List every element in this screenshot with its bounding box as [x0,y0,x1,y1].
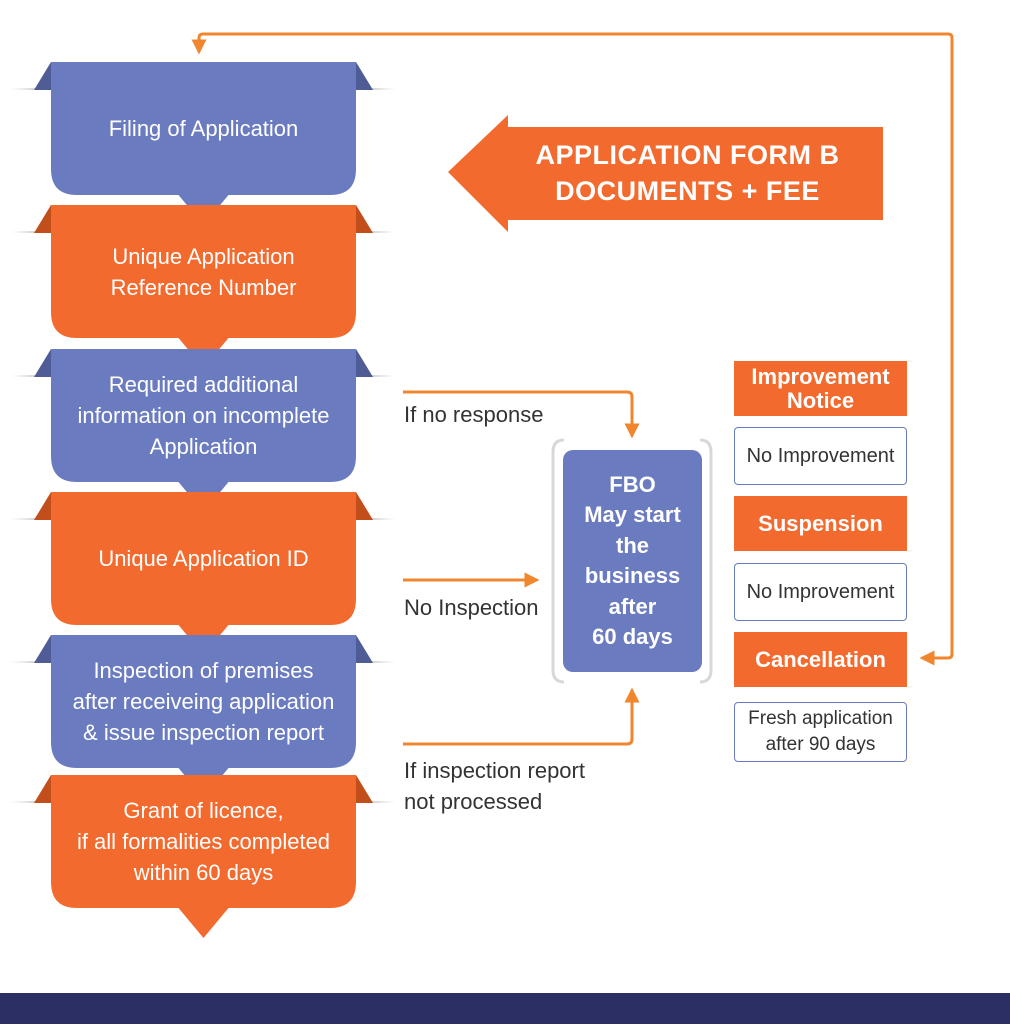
no-response-label: If no response [404,402,544,427]
step-5-shape [11,635,396,798]
report-not-processed-label: If inspection report not processed [404,758,585,814]
fbo-left-bracket [551,438,565,684]
suspension-box: Suspension [734,496,907,551]
step-6-shape [11,775,396,938]
fbo-right-bracket [699,438,713,684]
step-4-shape [11,492,396,655]
cancellation-box: Cancellation [734,632,907,687]
step-chevrons [11,62,396,938]
no-response-connector [403,390,640,439]
report-not-processed-connector [403,687,640,746]
step-2-shape [11,205,396,368]
fresh-application-box: Fresh application after 90 days [734,702,907,762]
step-1-shape [11,62,396,225]
step-3-shape [11,349,396,512]
no-inspection-label: No Inspection [404,595,539,620]
footer-bar [0,993,1010,1024]
no-improvement-box-2: No Improvement [734,563,907,621]
cancellation-loop-connector [191,32,954,666]
improvement-notice-box: Improvement Notice [734,361,907,416]
application-form-label: APPLICATION FORM B DOCUMENTS + FEE [535,140,840,206]
no-improvement-box-1: No Improvement [734,427,907,485]
fbo-start-business-box: FBO May start the business after 60 days [563,450,702,672]
